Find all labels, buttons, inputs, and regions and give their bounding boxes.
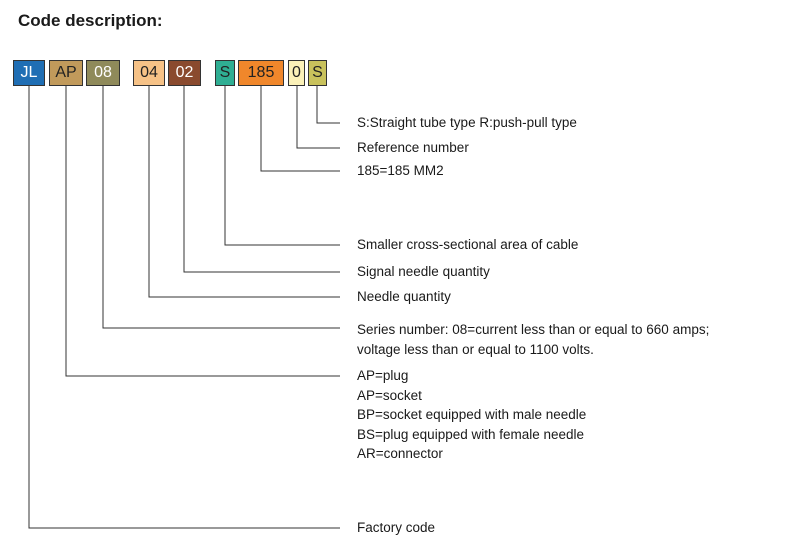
desc-size: 185=185 MM2: [357, 163, 444, 178]
leader-line-factory: [28, 86, 340, 529]
leader-line-straight: [316, 86, 340, 124]
code-box-series: 08: [86, 60, 120, 86]
leader-line-reference: [296, 86, 340, 149]
code-box-area: S: [215, 60, 235, 86]
code-text-area: S: [219, 64, 231, 81]
code-text-type: AP: [55, 64, 77, 81]
desc-needle: Needle quantity: [357, 289, 451, 304]
code-text-factory: JL: [20, 64, 38, 81]
desc-type-line-5: AR=connector: [357, 446, 443, 462]
leader-line-series: [102, 86, 340, 329]
desc-area: Smaller cross-sectional area of cable: [357, 237, 579, 252]
desc-type-line-3: BP=socket equipped with male needle: [357, 407, 587, 423]
code-box-size: 185: [238, 60, 284, 86]
leader-line-type: [65, 86, 340, 377]
desc-type-line-4: BS=plug equipped with female needle: [357, 426, 585, 442]
code-box-reference: 0: [288, 60, 305, 86]
code-text-straight: S: [312, 64, 323, 81]
desc-signal: Signal needle quantity: [357, 264, 490, 279]
leader-line-size: [260, 86, 340, 172]
desc-reference: Reference number: [357, 140, 469, 155]
desc-type-line-1: AP=plug: [357, 368, 409, 383]
desc-series: Series number: 08=current less than or e…: [357, 320, 709, 360]
leader-line-needle: [148, 86, 340, 298]
code-box-straight: S: [308, 60, 327, 86]
desc-series-line-1: Series number: 08=current less than or e…: [357, 322, 710, 337]
code-text-series: 08: [94, 64, 112, 81]
code-text-reference: 0: [292, 64, 301, 81]
code-text-size: 185: [247, 64, 275, 81]
code-box-needle: 04: [133, 60, 165, 86]
desc-factory: Factory code: [357, 520, 436, 535]
code-box-type: AP: [49, 60, 83, 86]
code-text-needle: 04: [140, 64, 158, 81]
desc-straight: S:Straight tube type R:push-pull type: [357, 115, 577, 130]
code-text-signal: 02: [175, 64, 194, 81]
code-box-signal: 02: [168, 60, 201, 86]
desc-series-line-2: voltage less than or equal to 1100 volts…: [357, 342, 594, 357]
leader-line-signal: [183, 86, 340, 273]
code-box-factory: JL: [13, 60, 45, 86]
desc-type-line-2: AP=socket: [357, 387, 422, 403]
leader-line-area: [224, 86, 340, 246]
desc-type: AP=plug AP=socket BP=socket equipped wit…: [357, 366, 586, 464]
page-title: Code description:: [18, 11, 163, 30]
